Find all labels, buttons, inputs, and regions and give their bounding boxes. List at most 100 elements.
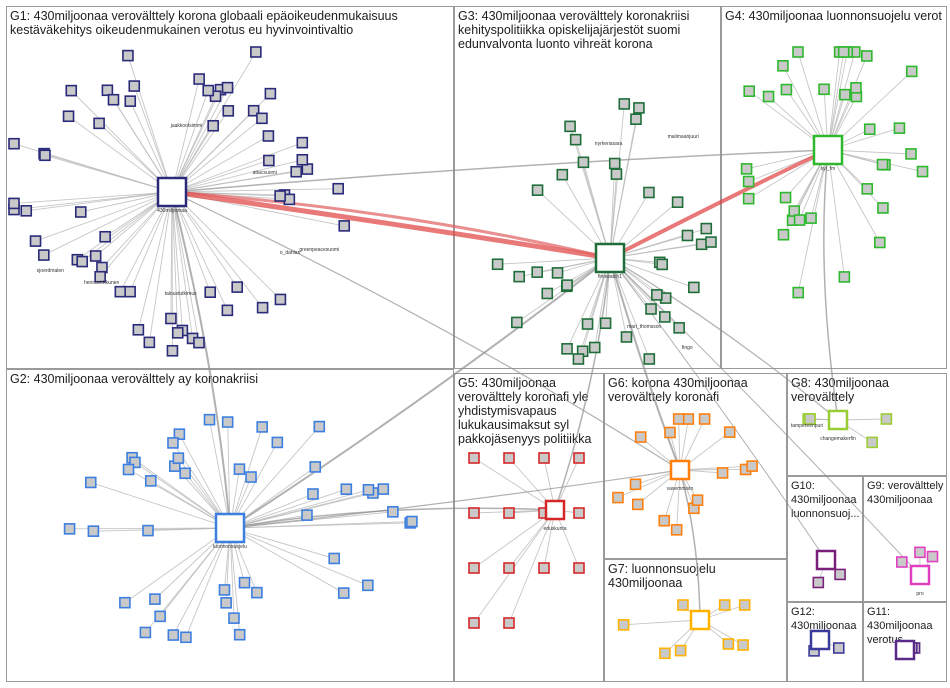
user-node[interactable] — [633, 102, 645, 114]
user-node[interactable] — [588, 341, 601, 354]
user-node[interactable] — [866, 436, 878, 449]
user-node[interactable] — [691, 494, 704, 506]
user-node[interactable] — [166, 344, 179, 357]
user-node[interactable] — [914, 546, 926, 559]
user-node[interactable] — [634, 431, 647, 443]
user-node[interactable] — [119, 596, 131, 609]
hub-node-g1[interactable] — [156, 176, 188, 208]
user-node[interactable] — [804, 413, 816, 425]
user-node[interactable] — [76, 255, 89, 268]
user-node[interactable] — [905, 65, 918, 78]
user-node[interactable] — [838, 271, 851, 283]
user-node[interactable] — [877, 202, 889, 214]
user-node[interactable] — [337, 587, 350, 599]
user-node[interactable] — [670, 524, 683, 536]
hub-node-g9[interactable] — [909, 564, 931, 586]
user-node[interactable] — [309, 461, 322, 473]
user-node[interactable] — [531, 266, 543, 278]
user-node[interactable] — [20, 205, 33, 217]
user-node[interactable] — [238, 576, 251, 589]
user-node[interactable] — [301, 163, 314, 175]
user-node[interactable] — [89, 250, 102, 262]
user-node[interactable] — [573, 562, 585, 574]
user-node[interactable] — [139, 626, 152, 639]
user-node[interactable] — [307, 488, 319, 500]
user-node[interactable] — [8, 197, 20, 210]
user-node[interactable] — [834, 568, 846, 581]
user-node[interactable] — [561, 343, 573, 355]
user-node[interactable] — [561, 279, 573, 291]
user-node[interactable] — [792, 286, 805, 299]
user-node[interactable] — [503, 617, 515, 629]
user-node[interactable] — [468, 617, 480, 629]
user-node[interactable] — [338, 220, 351, 232]
user-node[interactable] — [876, 158, 889, 171]
user-node[interactable] — [180, 631, 192, 644]
hub-node-g3[interactable] — [594, 242, 626, 274]
user-node[interactable] — [793, 214, 806, 226]
user-node[interactable] — [172, 452, 185, 464]
user-node[interactable] — [203, 413, 216, 426]
user-node[interactable] — [313, 420, 326, 433]
user-node[interactable] — [723, 426, 736, 438]
user-node[interactable] — [538, 562, 550, 574]
user-node[interactable] — [643, 353, 656, 365]
user-node[interactable] — [171, 327, 184, 339]
user-node[interactable] — [179, 467, 191, 480]
hub-node-g11[interactable] — [894, 639, 916, 661]
user-node[interactable] — [541, 287, 554, 300]
user-node[interactable] — [659, 647, 671, 660]
user-node[interactable] — [742, 175, 755, 188]
user-node[interactable] — [895, 556, 908, 568]
user-node[interactable] — [202, 84, 215, 97]
user-node[interactable] — [332, 182, 344, 195]
user-node[interactable] — [193, 73, 205, 85]
hub-node-g5[interactable] — [544, 499, 566, 521]
user-node[interactable] — [406, 515, 418, 528]
user-node[interactable] — [362, 484, 375, 496]
user-node[interactable] — [538, 452, 550, 464]
user-node[interactable] — [746, 460, 758, 472]
user-node[interactable] — [263, 154, 275, 167]
user-node[interactable] — [850, 82, 862, 94]
user-node[interactable] — [296, 153, 309, 166]
user-node[interactable] — [926, 550, 939, 563]
user-node[interactable] — [503, 452, 515, 464]
user-node[interactable] — [231, 281, 243, 293]
user-node[interactable] — [863, 123, 876, 136]
user-node[interactable] — [271, 436, 284, 449]
hub-node-g6[interactable] — [669, 459, 691, 481]
user-node[interactable] — [651, 289, 663, 301]
user-node[interactable] — [718, 599, 731, 611]
user-node[interactable] — [777, 60, 789, 72]
user-node[interactable] — [362, 579, 374, 592]
user-node[interactable] — [617, 619, 630, 631]
user-node[interactable] — [779, 191, 792, 204]
user-node[interactable] — [262, 130, 275, 142]
user-node[interactable] — [94, 270, 106, 283]
user-node[interactable] — [221, 81, 234, 94]
user-node[interactable] — [556, 168, 569, 181]
user-node[interactable] — [762, 90, 775, 103]
hub-node-g8[interactable] — [827, 409, 849, 431]
user-node[interactable] — [193, 336, 205, 349]
user-node[interactable] — [618, 98, 631, 110]
user-node[interactable] — [656, 258, 668, 271]
user-node[interactable] — [207, 119, 219, 132]
user-node[interactable] — [620, 331, 633, 343]
user-node[interactable] — [220, 597, 232, 609]
user-node[interactable] — [738, 599, 751, 611]
user-node[interactable] — [812, 576, 825, 589]
user-node[interactable] — [228, 612, 240, 624]
user-node[interactable] — [743, 85, 755, 97]
user-node[interactable] — [513, 270, 525, 283]
user-node[interactable] — [861, 183, 874, 195]
user-node[interactable] — [340, 483, 353, 496]
user-node[interactable] — [154, 610, 166, 623]
user-node[interactable] — [218, 584, 231, 596]
user-node[interactable] — [671, 196, 684, 209]
user-node[interactable] — [74, 206, 87, 218]
user-node[interactable] — [247, 104, 260, 117]
user-node[interactable] — [251, 586, 263, 599]
user-node[interactable] — [737, 639, 749, 651]
